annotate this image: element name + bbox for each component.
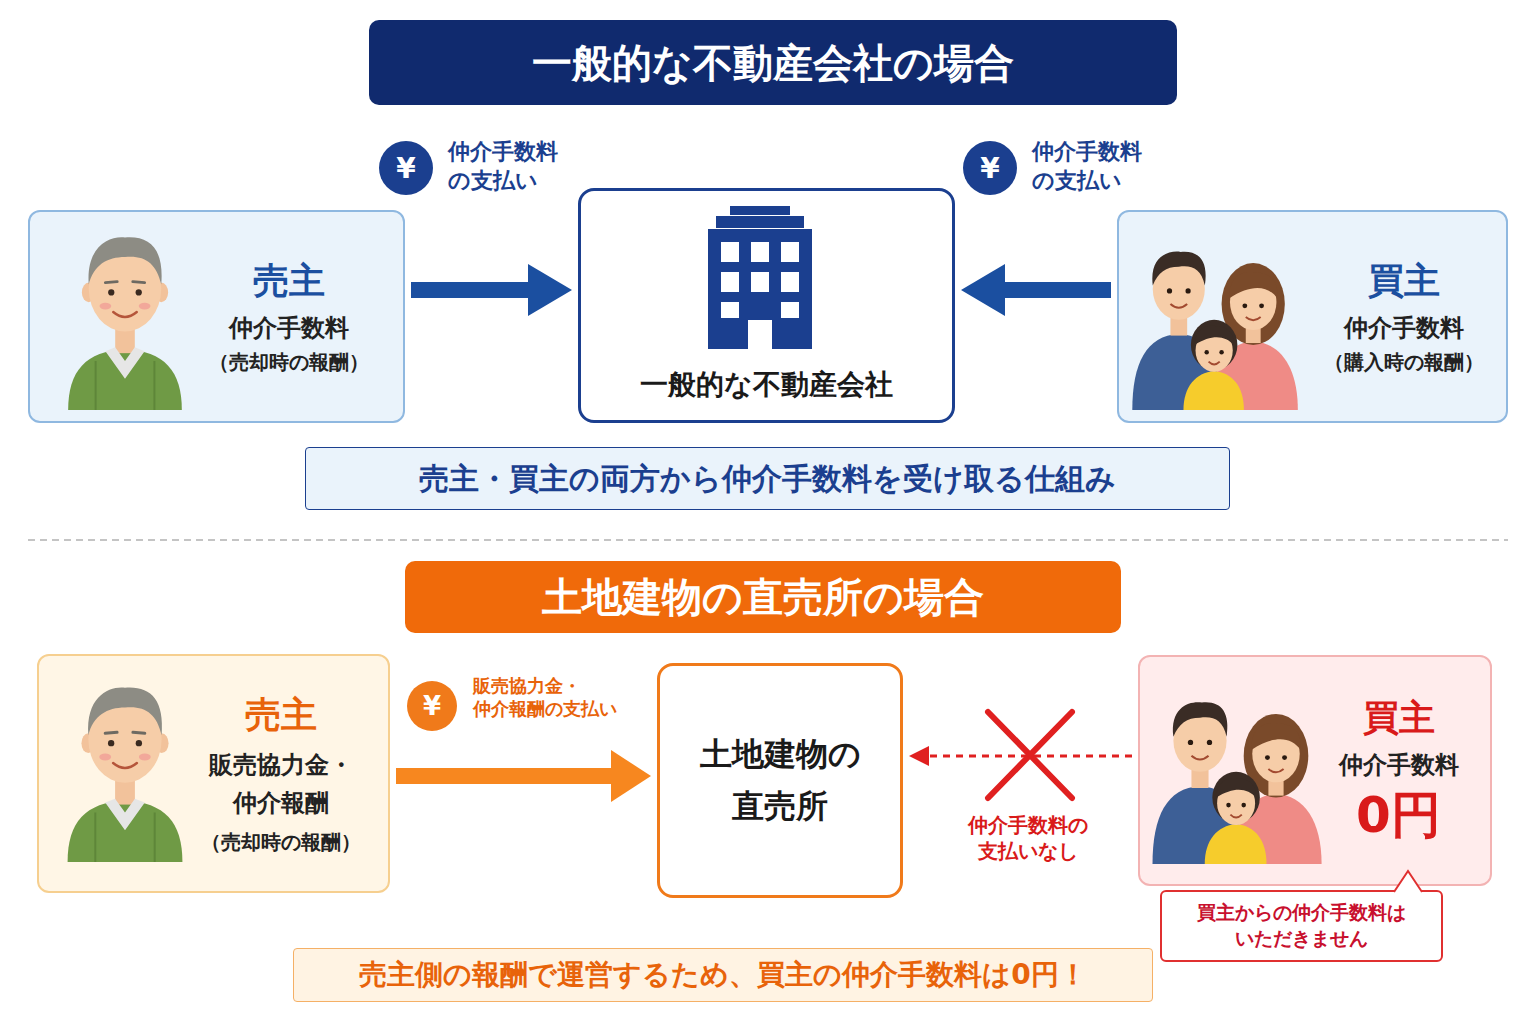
party-box: 買主仲介手数料 0円 xyxy=(1138,655,1492,886)
seller-figure xyxy=(68,688,183,862)
flow-arrow xyxy=(396,768,612,784)
node-text: 仲介手数料 xyxy=(1339,751,1459,780)
buyer-figure xyxy=(1153,702,1322,864)
direct-sales-box: 土地建物の 直売所 xyxy=(657,663,903,898)
node-text: 0円 xyxy=(1356,785,1441,845)
node-text: 販売協力金・ 仲介報酬 xyxy=(209,746,353,823)
flow-arrow xyxy=(928,755,1132,758)
node-heading: 買主 xyxy=(1368,259,1440,302)
node-heading: 買主 xyxy=(1363,696,1435,739)
node-heading: 一般的な不動産会社 xyxy=(640,368,893,402)
callout-bubble: 買主からの仲介手数料は いただきません xyxy=(1160,890,1443,962)
seller-figure xyxy=(68,237,182,410)
cross-mark xyxy=(988,712,1072,798)
node-text: 仲介手数料 xyxy=(1344,314,1464,343)
edge-label: 仲介手数料 の支払い xyxy=(448,138,558,195)
node-heading: 売主・買主の両方から仲介手数料を受け取る仕組み xyxy=(419,461,1116,497)
node-text: （売却時の報酬） xyxy=(209,350,369,374)
node-heading: 土地建物の直売所の場合 xyxy=(542,573,984,621)
node-text: 仲介手数料 xyxy=(229,314,349,343)
node-text: （売却時の報酬） xyxy=(201,830,361,854)
yen-icon: ¥ xyxy=(379,141,433,195)
party-box: 売主仲介手数料 （売却時の報酬） xyxy=(28,210,405,423)
summary-box: 売主側の報酬で運営するため、買主の仲介手数料は0円！ xyxy=(293,948,1153,1002)
node-heading: 売主 xyxy=(245,693,317,736)
building-icon xyxy=(708,206,812,349)
node-heading: 一般的な不動産会社の場合 xyxy=(532,39,1014,87)
node-heading: 売主側の報酬で運営するため、買主の仲介手数料は0円！ xyxy=(359,958,1086,992)
party-box: 買主仲介手数料 （購入時の報酬） xyxy=(1117,210,1508,423)
buyer-figure xyxy=(1132,252,1298,410)
party-box: 売主販売協力金・ 仲介報酬 （売却時の報酬） xyxy=(37,654,390,893)
section-divider xyxy=(28,539,1508,541)
bubble-tail xyxy=(1394,871,1422,892)
flow-arrow xyxy=(1004,282,1111,298)
edge-label: 販売協力金・ 仲介報酬の支払い xyxy=(473,674,617,721)
node-text: （購入時の報酬） xyxy=(1324,350,1484,374)
yen-icon: ¥ xyxy=(963,141,1017,195)
node-heading: 買主からの仲介手数料は いただきません xyxy=(1197,900,1406,951)
flow-arrow xyxy=(411,282,529,298)
node-heading: 土地建物の 直売所 xyxy=(700,729,861,831)
section-header: 一般的な不動産会社の場合 xyxy=(369,20,1177,105)
node-heading: 売主 xyxy=(253,259,325,302)
edge-label: 仲介手数料 の支払い xyxy=(1032,138,1142,195)
summary-box: 売主・買主の両方から仲介手数料を受け取る仕組み xyxy=(305,447,1230,510)
edge-label: 仲介手数料の 支払いなし xyxy=(968,812,1088,864)
section-header: 土地建物の直売所の場合 xyxy=(405,561,1121,633)
agency-box: 一般的な不動産会社 xyxy=(578,188,955,423)
yen-icon: ¥ xyxy=(407,681,457,731)
